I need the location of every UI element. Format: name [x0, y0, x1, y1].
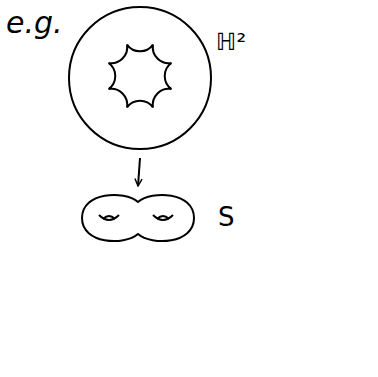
space-label: ℍ² — [216, 30, 246, 54]
space-label: S — [218, 204, 235, 230]
hyperbolic-disk: ℍ² — [66, 4, 214, 152]
genus-two-surface-outline — [64, 188, 212, 248]
genus-two-surface: S — [64, 188, 212, 248]
example-label: e.g. — [6, 8, 63, 38]
hyperbolic-disk-outline — [66, 4, 214, 152]
covering-map-arrow — [138, 158, 140, 186]
